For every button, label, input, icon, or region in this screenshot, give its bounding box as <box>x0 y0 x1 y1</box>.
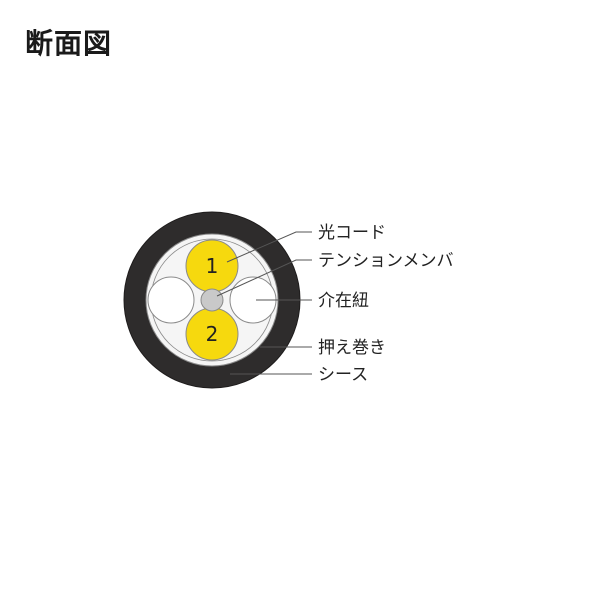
label-tension-member: テンションメンバ <box>318 251 454 271</box>
leader-tension-member <box>216 259 312 297</box>
tension-member <box>200 288 224 312</box>
figure-title: 断面図 <box>25 27 113 60</box>
filler-string-left <box>147 276 195 324</box>
core-number-1: 1 <box>206 254 219 278</box>
leader-optical-cord <box>226 231 312 263</box>
leader-lines <box>216 231 312 375</box>
core-number-2: 2 <box>206 322 219 346</box>
label-filler: 介在紐 <box>318 291 369 311</box>
label-wrapping-tape: 押え巻き <box>318 338 386 358</box>
label-sheath: シース <box>318 365 368 385</box>
label-optical-cord: 光コード <box>318 223 386 243</box>
